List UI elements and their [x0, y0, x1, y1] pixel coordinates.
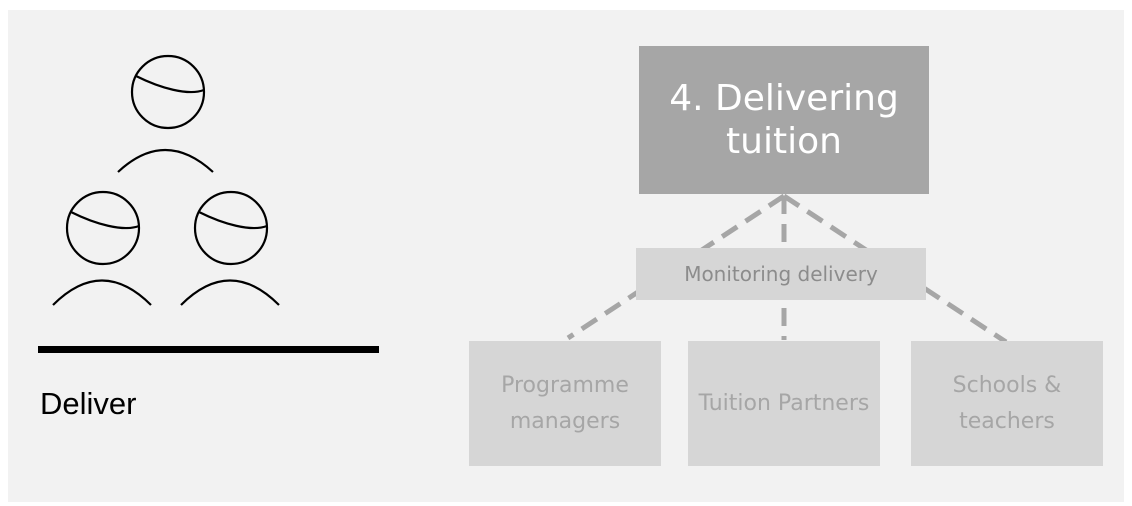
leaf-box-schools-teachers: Schools & teachers: [911, 341, 1103, 466]
main-stage-box: 4. Delivering tuition: [639, 46, 929, 194]
connector-main-right: [782, 193, 1008, 345]
monitoring-box: Monitoring delivery: [636, 248, 926, 300]
leaf-box-tuition-partners: Tuition Partners: [688, 341, 880, 466]
leaf-box-programme-managers: Programme managers: [469, 341, 661, 466]
stage-underline: [38, 346, 379, 353]
stage-label: Deliver: [40, 386, 137, 421]
